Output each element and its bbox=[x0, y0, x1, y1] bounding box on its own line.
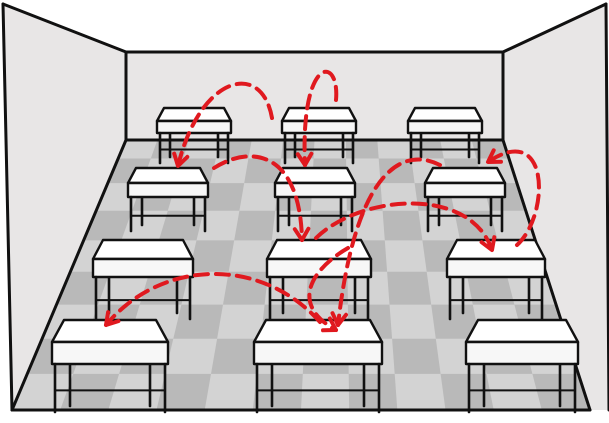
floor-tile bbox=[189, 240, 234, 271]
floor-tile bbox=[383, 211, 423, 241]
floor-tile bbox=[173, 305, 223, 339]
floor-tile bbox=[253, 374, 303, 410]
floor-tile bbox=[244, 159, 281, 184]
floor-tile bbox=[234, 211, 275, 241]
floor-tile bbox=[349, 374, 398, 410]
floor-tile bbox=[441, 374, 494, 410]
floor-tile bbox=[387, 272, 431, 305]
floor-tile bbox=[392, 339, 441, 374]
floor-tile bbox=[204, 183, 245, 211]
